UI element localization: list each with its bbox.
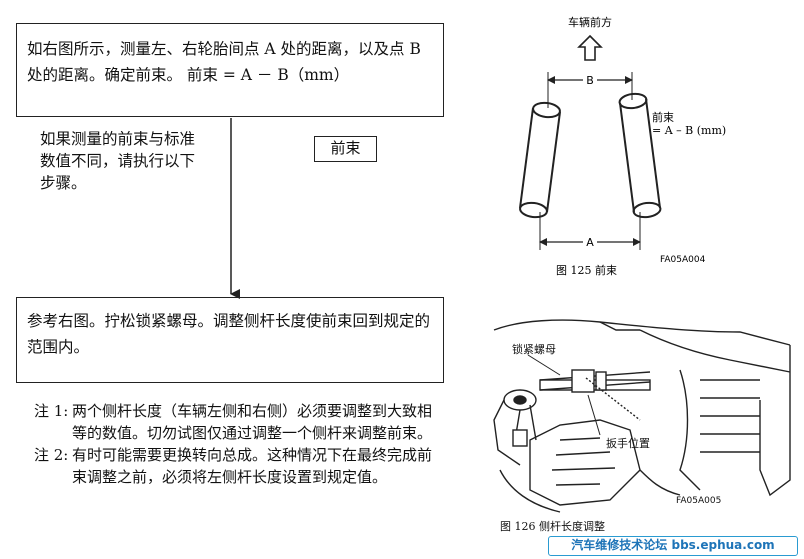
condition-text: 如果测量的前束与标准数值不同，请执行以下步骤。: [40, 130, 196, 192]
right-tire-icon: [618, 92, 662, 219]
wrench-position-label: 扳手位置: [606, 436, 650, 450]
figure-126-tie-rod: [493, 319, 791, 513]
formula-title: 前束: [652, 110, 674, 124]
note-tag: 注 1:: [34, 402, 69, 420]
locknut-label: 锁紧螺母: [512, 342, 556, 356]
left-tire-icon: [519, 101, 561, 219]
tie-rod-illustration: [493, 319, 791, 513]
forward-arrow-icon: [577, 34, 603, 61]
dimension-a-label: A: [586, 236, 594, 249]
toe-in-label-box: 前束: [314, 136, 377, 162]
note-item: 注 2: 有时可能需要更换转向总成。这种情况下在最终完成前束调整之前，必须将左侧…: [34, 444, 434, 488]
formula-text: = A – B (mm): [652, 124, 726, 137]
figure-caption: 图 125 前束: [556, 263, 617, 277]
note-body: 有时可能需要更换转向总成。这种情况下在最终完成前束调整之前，必须将左侧杆长度设置…: [72, 446, 433, 486]
direction-label: 车辆前方: [568, 15, 612, 29]
instruction-adjust-text: 参考右图。拧松锁紧螺母。调整侧杆长度使前束回到规定的范围内。: [27, 312, 431, 356]
figure-caption: 图 126 侧杆长度调整: [500, 519, 605, 533]
figure-code: FA05A004: [660, 255, 706, 265]
note-body: 两个侧杆长度（车辆左侧和右侧）必须要调整到大致相等的数值。切勿试图仅通过调整一个…: [72, 402, 433, 442]
notes-list: 注 1: 两个侧杆长度（车辆左侧和右侧）必须要调整到大致相等的数值。切勿试图仅通…: [34, 400, 434, 488]
note-item: 注 1: 两个侧杆长度（车辆左侧和右侧）必须要调整到大致相等的数值。切勿试图仅通…: [34, 400, 434, 444]
figure-125-toe-in: 车辆前方 B A 前束 = A – B (mm) FA05A004: [519, 15, 726, 277]
dimension-b-label: B: [586, 74, 594, 87]
figure-code: FA05A005: [676, 496, 721, 506]
note-tag: 注 2:: [34, 446, 69, 464]
forum-watermark: 汽车维修技术论坛 bbs.ephua.com: [548, 536, 798, 556]
instruction-measure-text: 如右图所示，测量左、右轮胎间点 A 处的距离，以及点 B 处的距离。确定前束。 …: [27, 40, 421, 84]
instruction-box-measure: 如右图所示，测量左、右轮胎间点 A 处的距离，以及点 B 处的距离。确定前束。 …: [16, 23, 444, 117]
